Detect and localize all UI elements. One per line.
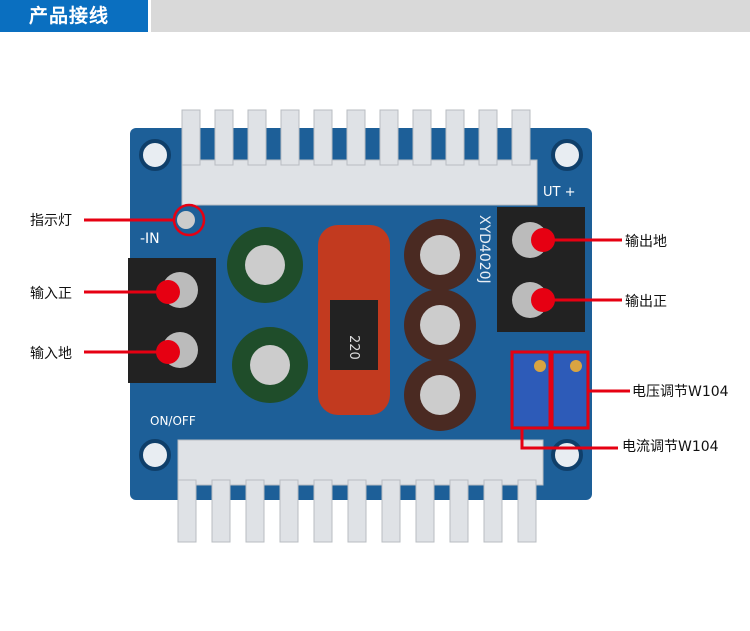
inductor xyxy=(318,225,390,415)
header-bar xyxy=(151,0,750,32)
label-output-ground: 输出地 xyxy=(625,234,667,250)
label-input-ground: 输入地 xyxy=(30,346,72,362)
output-terminal xyxy=(497,207,585,332)
label-input-positive: 输入正 xyxy=(30,286,72,302)
inductor-marking: 220 xyxy=(346,335,361,360)
pcb-in-text: -IN xyxy=(140,231,160,247)
mount-holes xyxy=(139,139,583,471)
label-indicator: 指示灯 xyxy=(30,213,72,229)
label-current-adjust: 电流调节W104 xyxy=(622,439,719,455)
pcb-switch-text: ON/OFF xyxy=(150,414,196,428)
input-terminal xyxy=(128,258,216,383)
pcb-out-text: UT + xyxy=(543,185,575,200)
capacitors xyxy=(227,219,476,431)
indicator-led xyxy=(177,211,195,229)
section-title: 产品接线 xyxy=(0,0,148,32)
annotation-dots xyxy=(156,228,555,364)
label-output-positive: 输出正 xyxy=(625,294,667,310)
top-heatsink xyxy=(181,109,538,206)
chip-marking: XYD4020J xyxy=(476,215,492,284)
annotation-lines xyxy=(84,203,630,450)
bottom-heatsink xyxy=(177,439,544,543)
label-voltage-adjust: 电压调节W104 xyxy=(632,384,729,400)
